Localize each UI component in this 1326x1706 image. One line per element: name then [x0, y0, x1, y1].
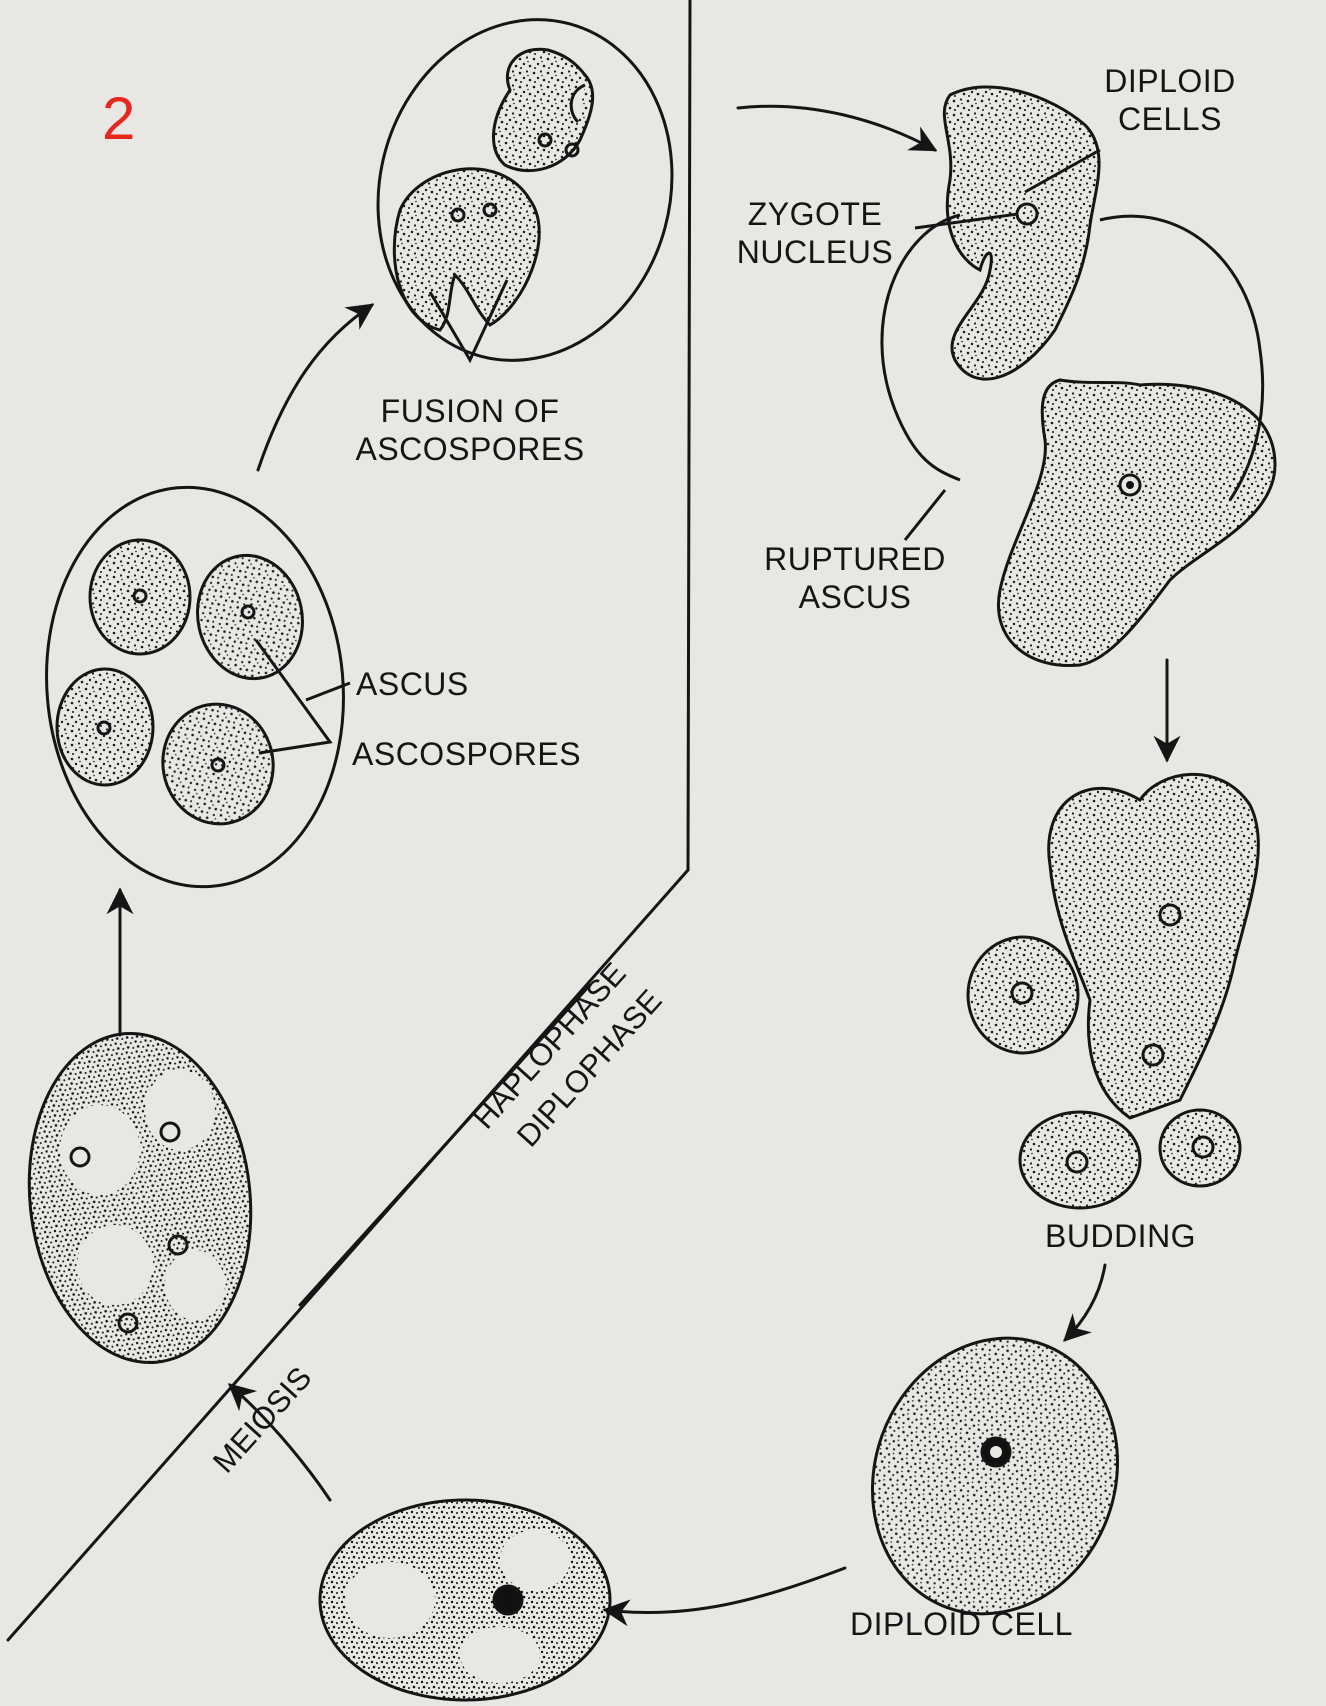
- arrow-budding-to-diploid: [1065, 1265, 1105, 1340]
- vegetative-cell: [320, 1500, 610, 1700]
- label-diploid-cells-line2: CELLS: [1060, 100, 1280, 138]
- arrow-diploid-to-vegetative: [605, 1568, 845, 1613]
- diploid-cell: [834, 1303, 1155, 1648]
- label-zygote-nucleus: ZYGOTE NUCLEUS: [720, 195, 910, 271]
- label-ruptured-ascus: RUPTURED ASCUS: [735, 540, 975, 616]
- label-fusion-line2: ASCOSPORES: [330, 430, 610, 468]
- label-ruptured-line2: ASCUS: [735, 578, 975, 616]
- label-zygote-line1: ZYGOTE: [720, 195, 910, 233]
- label-diploid-cells-line1: DIPLOID: [1060, 62, 1280, 100]
- ascus-with-ascospores: [30, 475, 360, 899]
- label-ascospores: ASCOSPORES: [352, 735, 581, 773]
- label-fusion-line1: FUSION OF: [330, 392, 610, 430]
- label-ascus: ASCUS: [356, 665, 469, 703]
- budding-cluster: [968, 774, 1258, 1208]
- label-budding: BUDDING: [1045, 1217, 1196, 1255]
- arrow-fusion-to-zygote: [738, 106, 935, 150]
- label-zygote-line2: NUCLEUS: [720, 233, 910, 271]
- label-diploid-cell: DIPLOID CELL: [850, 1605, 1073, 1643]
- label-ruptured-line1: RUPTURED: [735, 540, 975, 578]
- figure-number: 2: [102, 84, 135, 154]
- fusion-ascus: [340, 0, 709, 394]
- phase-divider-vertical: [688, 0, 690, 870]
- label-diploid-cells: DIPLOID CELLS: [1060, 62, 1280, 138]
- meiosis-cell: [13, 1022, 266, 1373]
- label-fusion-of-ascospores: FUSION OF ASCOSPORES: [330, 392, 610, 468]
